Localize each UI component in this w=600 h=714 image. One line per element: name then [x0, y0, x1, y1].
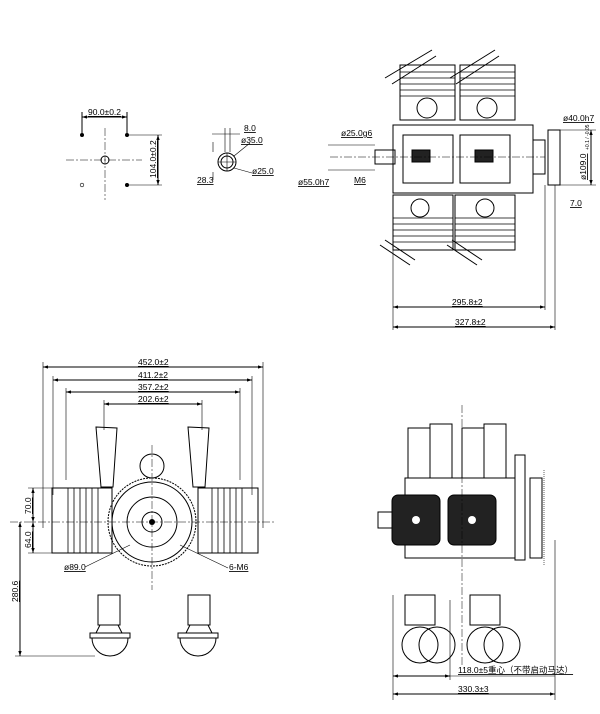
pcd-dim: ø89.0 [64, 562, 86, 572]
mount-pattern-view: 90.0±0.2 104.0±0.2 [66, 107, 162, 200]
flange-tolerance: +0.1 / -0.05 [585, 124, 591, 150]
upper-height-dim: 70.0 [23, 497, 33, 514]
bolt-spec-dim: 6-M6 [229, 562, 249, 572]
mount-width-dim: 90.0±0.2 [88, 107, 121, 117]
width-dim-4: 202.6±2 [138, 394, 169, 404]
flange-dia-dim: ø109.0 [578, 153, 588, 180]
length-dim-2: 327.8±2 [455, 317, 486, 327]
outer-dia-dim: ø35.0 [241, 135, 263, 145]
width-dim-3: 357.2±2 [138, 382, 169, 392]
hub-fit-dim: ø40.0h7 [563, 113, 594, 123]
width-dim-2: 411.2±2 [138, 370, 168, 380]
key-width-dim: 8.0 [244, 123, 256, 133]
key-depth-dim: 28.3 [197, 175, 214, 185]
mount-hole [79, 182, 85, 188]
side-view: ø25.0g6 ø55.0h7 M6 ø40.0h7 ø109.0 +0.1 /… [298, 49, 596, 330]
cog-offset-dim: 118.0±5重心（不带启动马达） [458, 665, 573, 675]
length-dim-1: 295.8±2 [452, 297, 483, 307]
front-view: 452.0±2 411.2±2 357.2±2 202.6±2 [10, 357, 275, 657]
mount-hole [80, 133, 84, 137]
overall-length-dim: 330.3±3 [458, 684, 489, 694]
shaft-dia-dim: ø25.0 [252, 166, 274, 176]
width-dim-1: 452.0±2 [138, 357, 169, 367]
flange-thickness-dim: 7.0 [570, 198, 582, 208]
rear-view: 118.0±5重心（不带启动马达） 330.3±3 [377, 405, 573, 700]
mount-height-dim: 104.0±0.2 [148, 140, 158, 178]
shaft-fit-dim: ø25.0g6 [341, 128, 372, 138]
total-height-dim: 280.6 [10, 580, 20, 602]
spigot-fit-dim: ø55.0h7 [298, 177, 329, 187]
shaft-detail-view: 8.0 ø35.0 ø25.0 28.3 [197, 123, 274, 185]
thread-dim: M6 [354, 175, 366, 185]
lower-height-dim: 64.0 [23, 531, 33, 548]
